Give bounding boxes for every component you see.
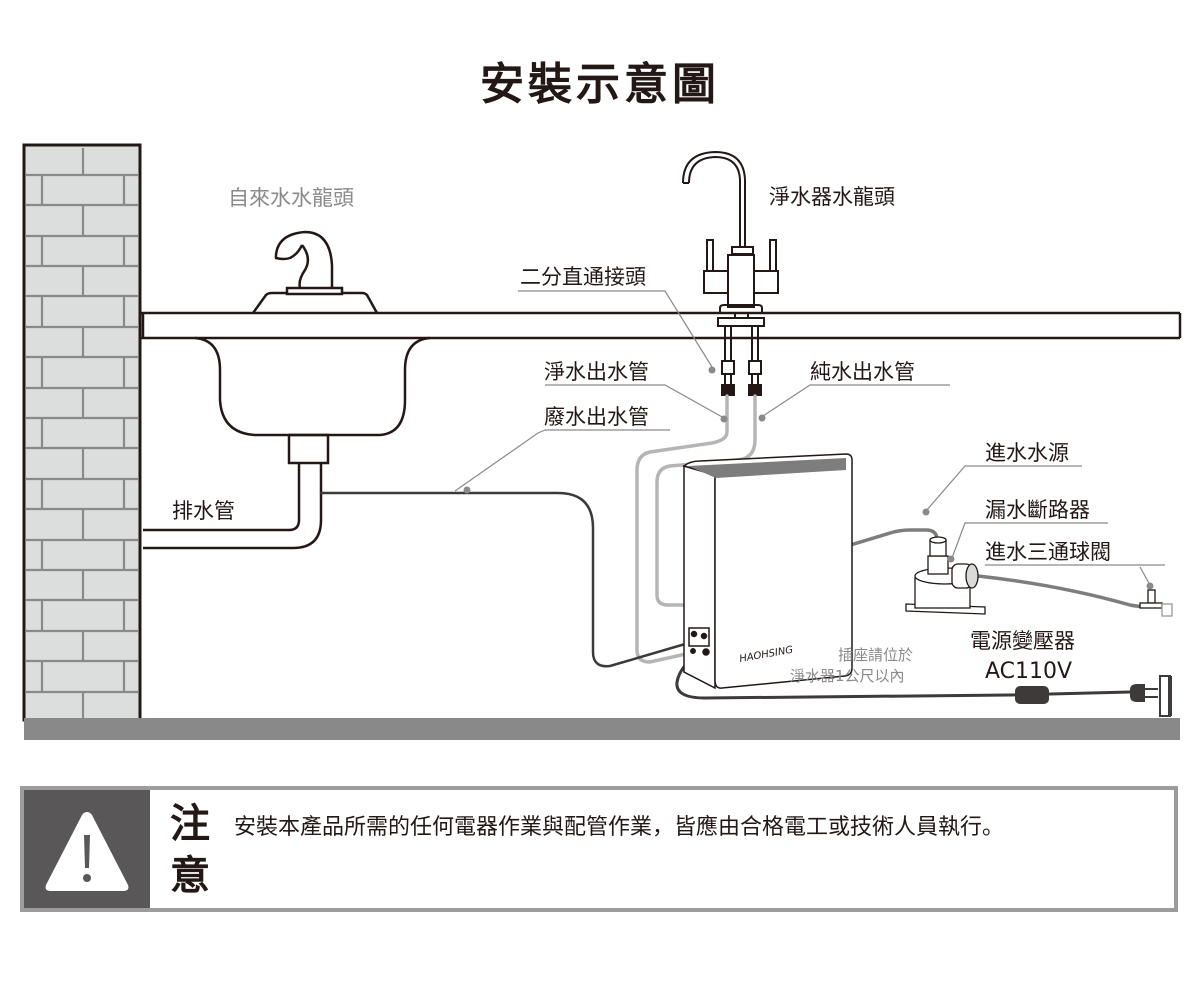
notice-heading-char2: 意 bbox=[170, 853, 210, 899]
leak-breaker-device bbox=[905, 536, 986, 615]
notice-box: 注 意 安裝本產品所需的任何電器作業與配管作業，皆應由合格電工或技術人員執行。 bbox=[20, 786, 1178, 912]
label-tap-water-faucet: 自來水水龍頭 bbox=[228, 186, 354, 210]
countertop bbox=[140, 311, 1182, 340]
warning-triangle-icon bbox=[45, 812, 129, 891]
tap-water-faucet bbox=[251, 230, 379, 314]
ball-valve bbox=[1139, 589, 1173, 617]
label-straight-connector: 二分直通接頭 bbox=[520, 265, 646, 289]
label-waste-outlet-pipe: 廢水出水管 bbox=[544, 405, 649, 429]
label-purified-outlet-pipe: 淨水出水管 bbox=[544, 360, 649, 384]
sink bbox=[143, 336, 431, 550]
notice-text: 安裝本產品所需的任何電器作業與配管作業，皆應由合格電工或技術人員執行。 bbox=[234, 815, 1005, 840]
page-title: 安裝示意圖 bbox=[480, 59, 720, 110]
brick-wall bbox=[22, 143, 142, 722]
label-drain-pipe: 排水管 bbox=[172, 499, 235, 523]
label-inlet-ball-valve: 進水三通球閥 bbox=[985, 540, 1111, 564]
leader-lines bbox=[454, 290, 1165, 586]
filter-unit: HAOHSING bbox=[682, 453, 853, 690]
label-voltage: AC110V bbox=[985, 659, 1072, 684]
purifier-faucet bbox=[682, 150, 779, 396]
notice-icon-panel bbox=[24, 790, 150, 908]
label-inlet-source: 進水水源 bbox=[985, 441, 1069, 465]
socket-note-line2: 淨水器1公尺以內 bbox=[790, 667, 905, 685]
label-leak-breaker: 漏水斷路器 bbox=[985, 498, 1090, 522]
floor bbox=[24, 718, 1180, 740]
label-purifier-faucet: 淨水器水龍頭 bbox=[769, 185, 895, 209]
label-power-adapter: 電源變壓器 bbox=[970, 629, 1075, 653]
installation-diagram: HAOHSING bbox=[22, 143, 1182, 740]
power-transformer bbox=[1015, 675, 1172, 717]
leader-dots bbox=[463, 366, 1154, 590]
notice-heading-char1: 注 bbox=[170, 801, 210, 847]
socket-note-line1: 插座請位於 bbox=[838, 646, 913, 664]
label-pure-outlet-pipe: 純水出水管 bbox=[810, 360, 915, 384]
notice-heading: 注 意 bbox=[170, 798, 214, 902]
